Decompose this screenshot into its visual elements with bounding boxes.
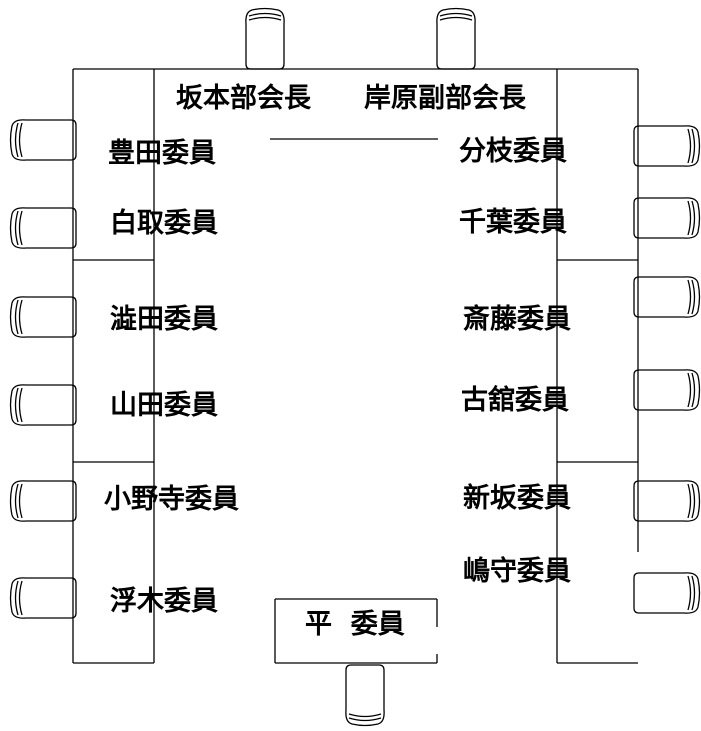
right-tables bbox=[556, 69, 639, 664]
left-tables bbox=[72, 69, 155, 664]
member-name-right-5: 新坂委員 bbox=[463, 483, 571, 514]
member-name-left-4: 山田委員 bbox=[110, 390, 218, 421]
chair-icon bbox=[436, 7, 476, 70]
chair-icon bbox=[633, 480, 701, 522]
chair-icon bbox=[9, 296, 77, 338]
chair-icon bbox=[633, 197, 701, 239]
bottom-table bbox=[274, 598, 438, 664]
chair-icon bbox=[633, 276, 701, 318]
chair-name: 坂本部会長 bbox=[176, 83, 311, 114]
member-name-left-2: 白取委員 bbox=[110, 208, 218, 239]
member-name-bottom: 平 委員 bbox=[305, 609, 405, 640]
member-name-right-3: 斎藤委員 bbox=[463, 304, 571, 335]
member-name-left-1: 豊田委員 bbox=[108, 138, 216, 169]
member-name-right-2: 千葉委員 bbox=[459, 207, 567, 238]
chair-icon bbox=[9, 577, 77, 619]
chair-icon bbox=[9, 384, 77, 426]
chair-icon bbox=[9, 207, 77, 249]
member-name-right-1: 分枝委員 bbox=[459, 136, 567, 167]
chair-icon bbox=[9, 119, 77, 161]
member-name-left-3: 澁田委員 bbox=[110, 304, 218, 335]
member-name-right-6: 嶋守委員 bbox=[463, 556, 571, 587]
chair-icon bbox=[633, 369, 701, 411]
chair-icon bbox=[9, 480, 77, 522]
member-name-left-6: 浮木委員 bbox=[110, 586, 218, 617]
member-name-right-4: 古舘委員 bbox=[461, 385, 569, 416]
chair-icon bbox=[633, 125, 701, 167]
member-name-left-5: 小野寺委員 bbox=[104, 484, 239, 515]
top-table bbox=[73, 68, 638, 140]
chair-icon bbox=[345, 664, 385, 727]
vice-chair-name: 岸原副部会長 bbox=[364, 83, 526, 114]
chair-icon bbox=[245, 7, 285, 70]
chair-icon bbox=[633, 572, 701, 614]
